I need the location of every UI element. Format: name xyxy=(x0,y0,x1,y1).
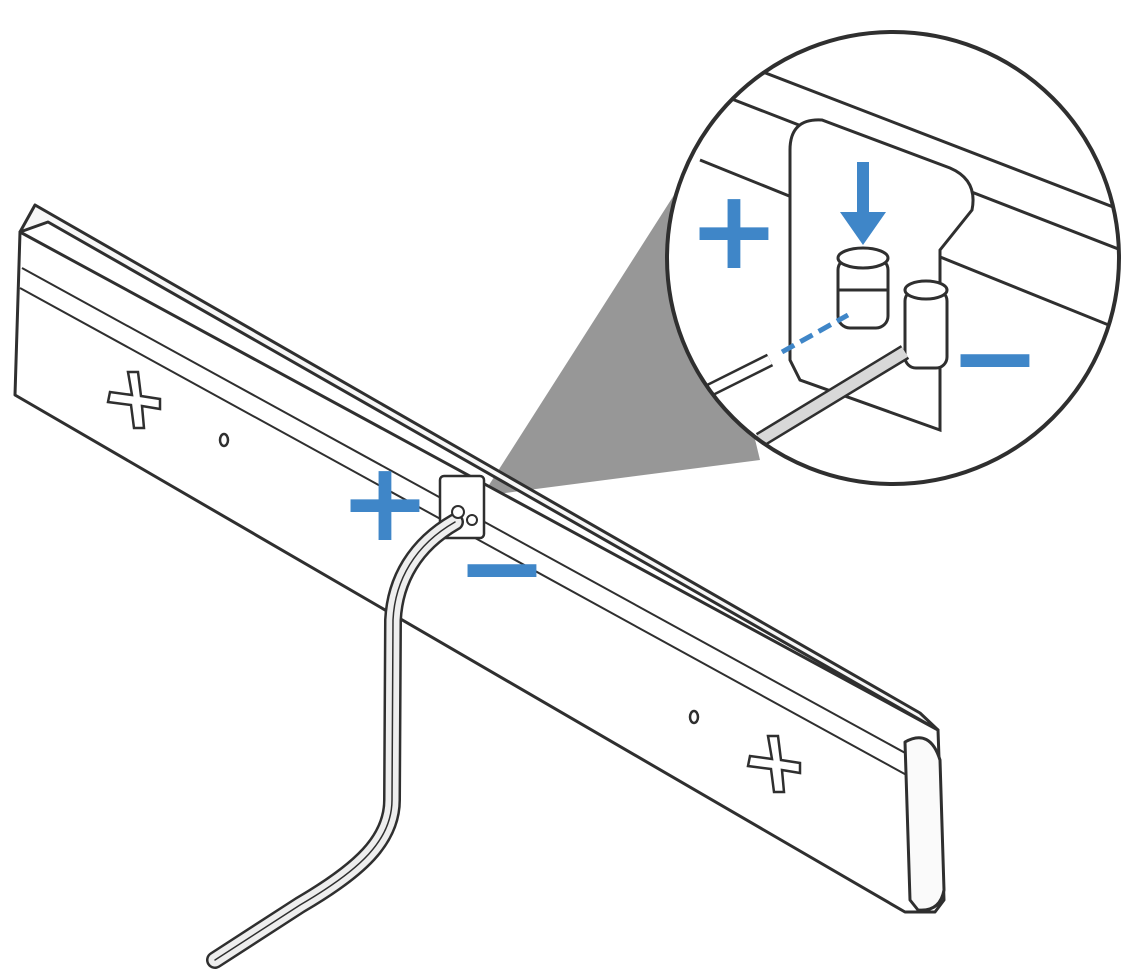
minus-icon: − xyxy=(456,503,548,631)
zoom-plus-post xyxy=(836,246,890,330)
mount-hole-icon xyxy=(688,709,700,725)
minus-icon: − xyxy=(949,293,1041,421)
insertion-guide xyxy=(780,312,850,355)
mount-hole-icon xyxy=(218,432,230,448)
plus-icon: + xyxy=(339,438,431,566)
arrow-down-icon xyxy=(840,162,886,245)
speaker-end-cap xyxy=(903,736,946,912)
zoom-magnifier xyxy=(665,30,1121,486)
terminal-plus-post xyxy=(451,505,465,519)
terminal-minus-post xyxy=(466,514,478,526)
wall-mount-keyhole-icon xyxy=(106,370,162,430)
speaker-wire xyxy=(206,513,464,969)
speaker-top-face xyxy=(18,203,940,732)
speaker-front-face xyxy=(13,230,946,914)
zoom-minus-post xyxy=(903,279,949,370)
plus-icon: + xyxy=(688,166,780,294)
wall-mount-keyhole-icon xyxy=(746,734,802,794)
